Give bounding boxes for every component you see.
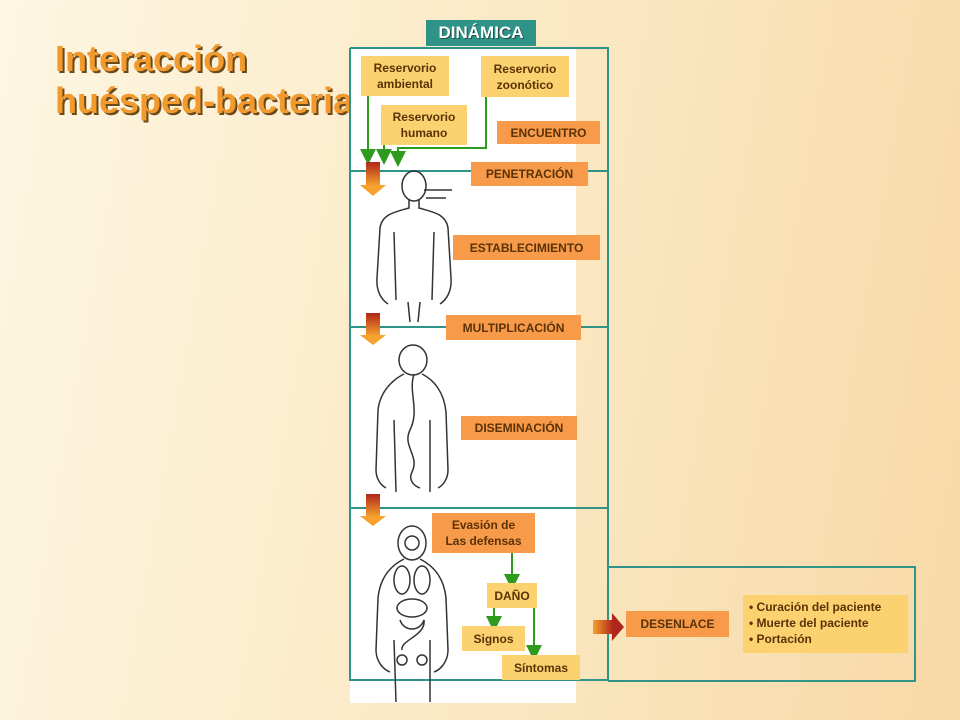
penetracion-box: PENETRACIÓN <box>471 162 588 186</box>
dano-box: DAÑO <box>487 583 537 608</box>
outcome-item: Muerte del paciente <box>749 615 902 631</box>
body-outline-icon <box>376 170 452 323</box>
signos-box: Signos <box>462 626 525 651</box>
page-title: Interacción huésped-bacteria <box>55 38 353 122</box>
evasion-box: Evasión de Las defensas <box>432 513 535 553</box>
reservoir-humano-box: Reservorio humano <box>381 105 467 145</box>
reservoir-ambiental-box: Reservorio ambiental <box>361 56 449 96</box>
outcome-list: Curación del paciente Muerte del pacient… <box>743 595 908 653</box>
title-line-1: Interacción <box>55 38 248 79</box>
diagram-frame <box>349 47 916 682</box>
desenlace-box: DESENLACE <box>626 611 729 637</box>
stage-arrow-3 <box>360 494 386 526</box>
diseminacion-box: DISEMINACIÓN <box>461 416 577 440</box>
stage-arrows <box>360 162 624 641</box>
body-profile-icon <box>375 344 449 493</box>
stage-arrow-1 <box>360 162 386 196</box>
desenlace-arrow <box>593 613 624 641</box>
sintomas-box: Síntomas <box>502 655 580 680</box>
damage-arrows <box>486 553 542 661</box>
encuentro-box: ENCUENTRO <box>497 121 600 144</box>
multiplicacion-box: MULTIPLICACIÓN <box>446 315 581 340</box>
outcome-item: Portación <box>749 631 902 647</box>
stage-arrow-2 <box>360 313 386 345</box>
reservoir-zoonotico-box: Reservorio zoonótico <box>481 56 569 97</box>
title-line-2: huésped-bacteria <box>55 80 354 121</box>
dinamica-tab: DINÁMICA <box>426 20 536 46</box>
outcome-item: Curación del paciente <box>749 599 902 615</box>
body-organs-icon <box>375 525 449 703</box>
establecimiento-box: ESTABLECIMIENTO <box>453 235 600 260</box>
